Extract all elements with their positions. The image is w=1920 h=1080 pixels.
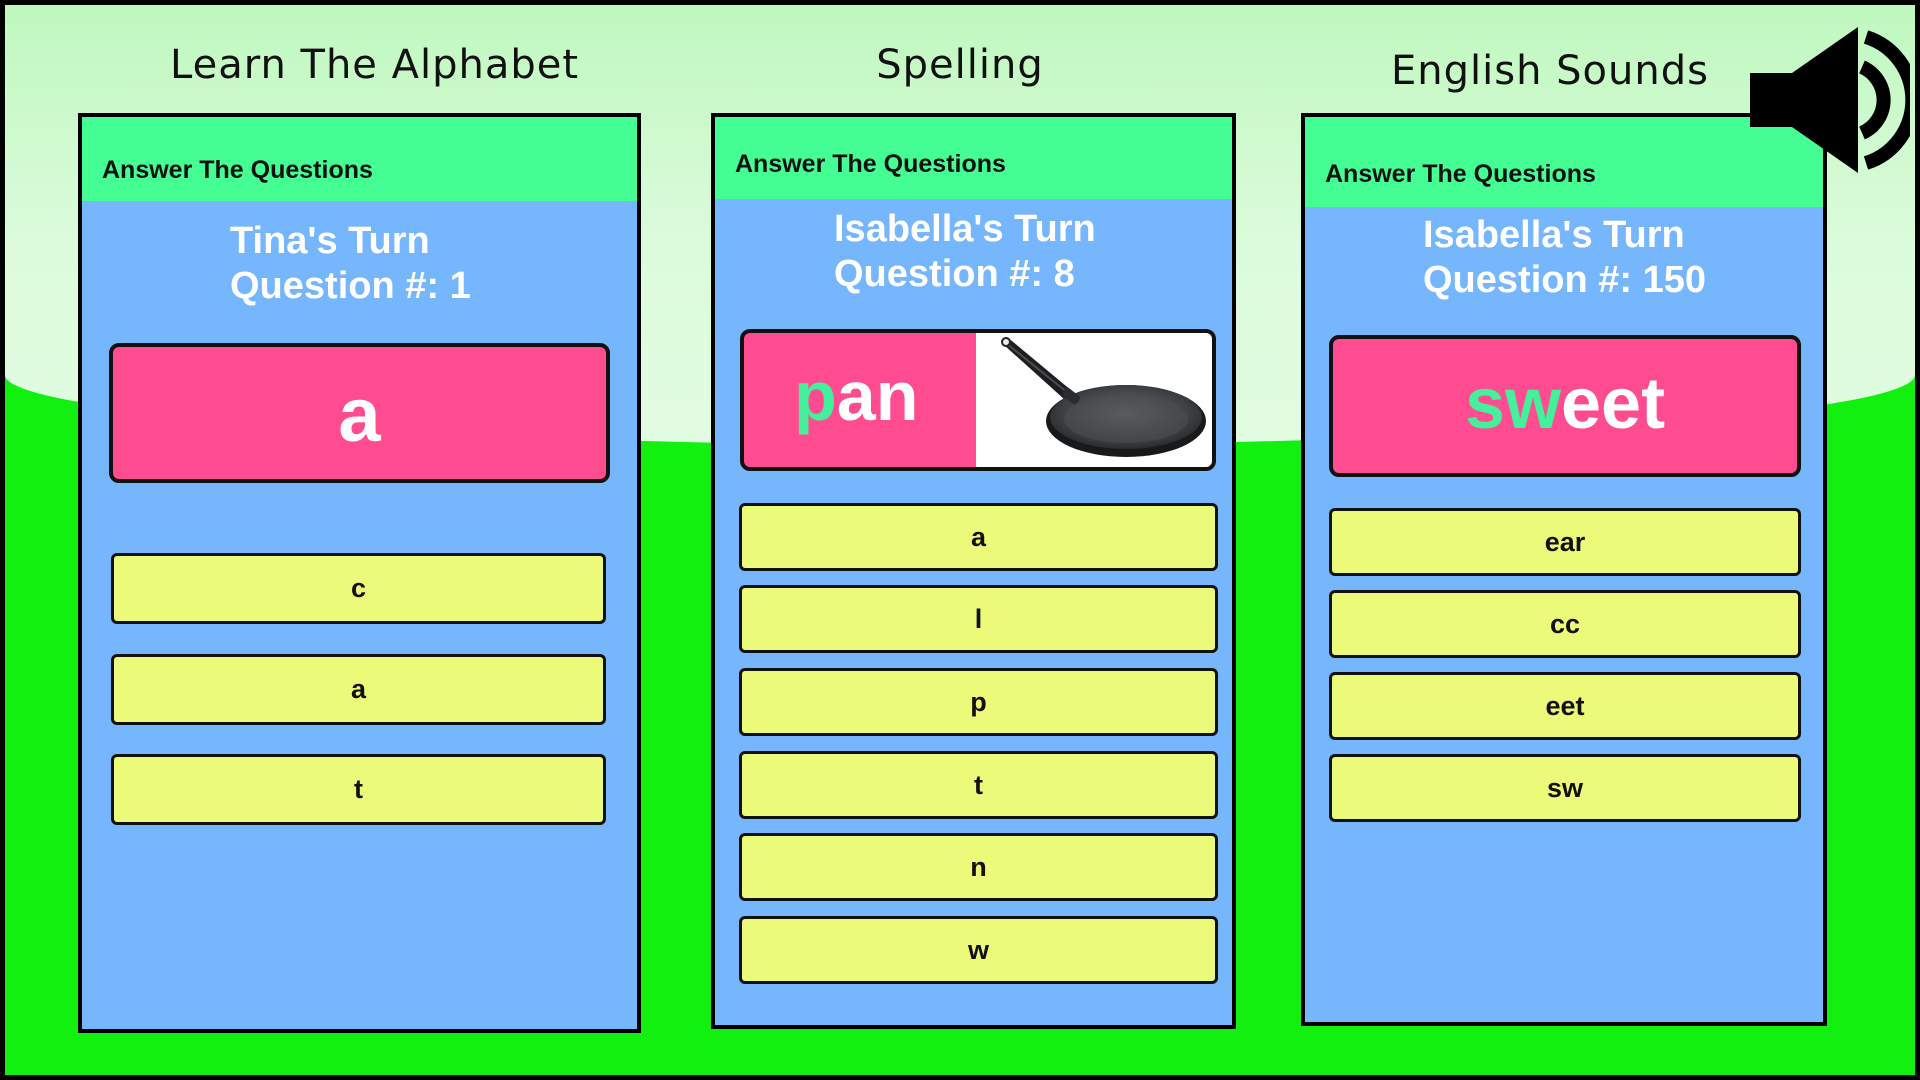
speaker-icon [1750, 27, 1915, 173]
word-card: a [109, 343, 610, 483]
player-turn: Isabella's Turn [834, 208, 1096, 250]
question-number: 150 [1642, 259, 1706, 301]
mode-title-english-sounds: English Sounds [1391, 48, 1709, 94]
word-letters: an [836, 357, 919, 435]
word-highlight-letters: p [794, 357, 837, 435]
answer-option[interactable]: n [739, 833, 1218, 901]
question-number-line: Question #: 1 [230, 264, 471, 309]
panel-header: Answer The Questions [715, 117, 1232, 199]
answer-option[interactable]: cc [1329, 590, 1801, 658]
answer-option[interactable]: a [739, 503, 1218, 571]
turn-info: Tina's Turn Question #: 1 [230, 219, 471, 309]
target-word: sweet [1333, 359, 1797, 449]
question-number: 8 [1053, 253, 1075, 295]
word-letters: eet [1560, 364, 1666, 444]
panel-english-sounds: Answer The Questions Isabella's Turn Que… [1301, 113, 1827, 1026]
word-card: sweet [1329, 335, 1801, 477]
turn-info: Isabella's Turn Question #: 150 [1423, 213, 1706, 303]
answer-option[interactable]: t [111, 754, 606, 825]
question-label: Question #: [1423, 259, 1633, 301]
panel-header: Answer The Questions [1305, 117, 1823, 207]
question-number-line: Question #: 150 [1423, 258, 1706, 303]
word-highlight-letters: sw [1464, 364, 1561, 444]
answer-option[interactable]: p [739, 668, 1218, 736]
answer-option[interactable]: sw [1329, 754, 1801, 822]
frying-pan-photo [976, 333, 1212, 467]
question-number: 1 [449, 265, 471, 307]
target-word: pan [794, 351, 918, 441]
turn-info: Isabella's Turn Question #: 8 [834, 207, 1096, 297]
answer-option[interactable]: c [111, 553, 606, 624]
answer-option[interactable]: ear [1329, 508, 1801, 576]
answer-option[interactable]: a [111, 654, 606, 725]
answer-option[interactable]: t [739, 751, 1218, 819]
question-label: Question #: [834, 253, 1044, 295]
answer-option[interactable]: w [739, 916, 1218, 984]
question-label: Question #: [230, 265, 440, 307]
panel-spelling: Answer The Questions Isabella's Turn Que… [711, 113, 1236, 1029]
answer-option[interactable]: l [739, 585, 1218, 653]
answer-option[interactable]: eet [1329, 672, 1801, 740]
word-letters: a [338, 373, 381, 458]
mode-title-alphabet: Learn The Alphabet [170, 42, 580, 88]
panel-header: Answer The Questions [82, 117, 637, 201]
sound-toggle-button[interactable] [1750, 25, 1915, 175]
player-turn: Isabella's Turn [1423, 214, 1685, 256]
panel-alphabet: Answer The Questions Tina's Turn Questio… [78, 113, 641, 1033]
player-turn: Tina's Turn [230, 220, 430, 262]
target-word: a [113, 371, 606, 461]
mode-title-spelling: Spelling [876, 42, 1044, 88]
question-number-line: Question #: 8 [834, 252, 1096, 297]
frying-pan-icon [1001, 337, 1206, 457]
word-card: pan [740, 329, 1216, 471]
